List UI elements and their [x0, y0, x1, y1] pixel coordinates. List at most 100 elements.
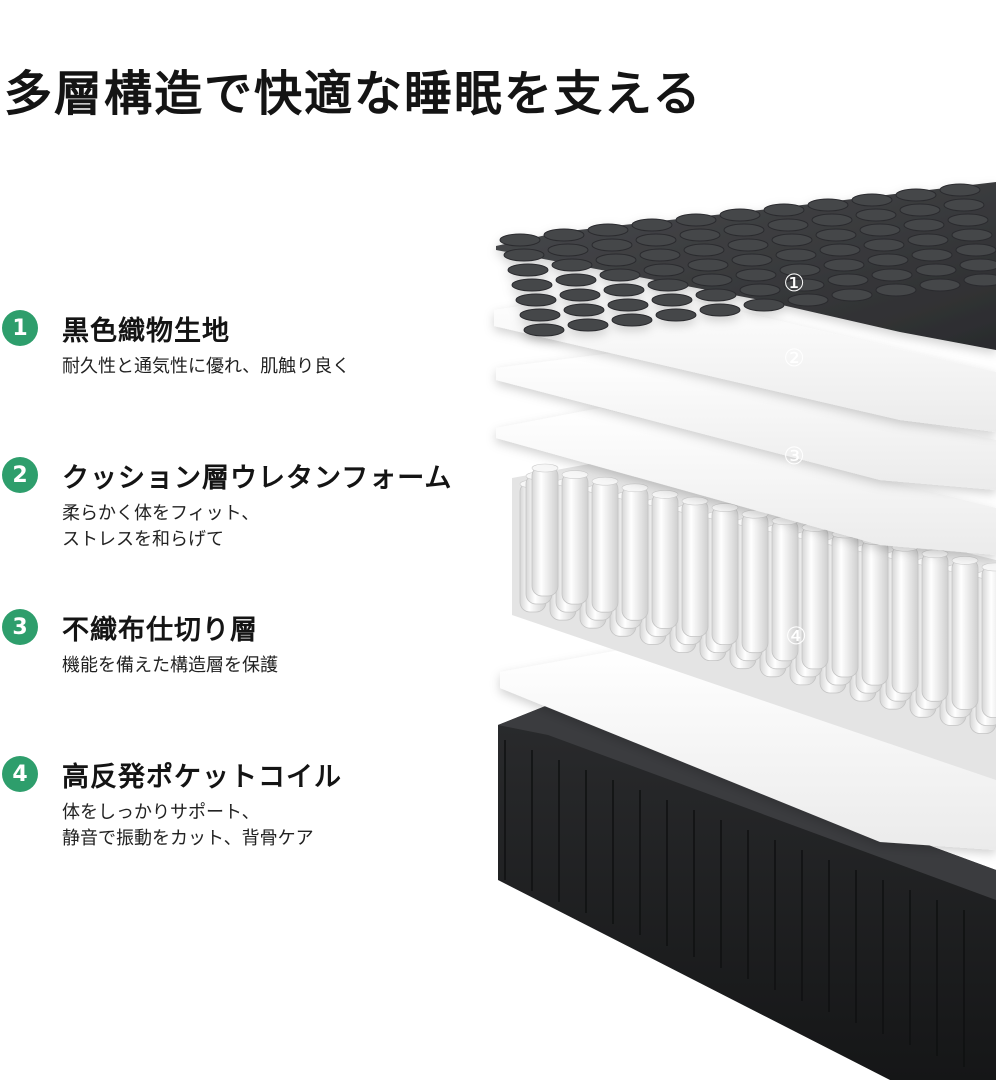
quilt-puff [679, 228, 721, 242]
quilt-puff [943, 198, 985, 212]
base-box-layer [498, 705, 996, 1080]
layer-marker-3: ③ [783, 442, 805, 470]
quilt-puff [587, 223, 629, 237]
feature-title-2: クッション層ウレタンフォーム [62, 462, 453, 494]
quilt-puff [499, 233, 541, 247]
feature-description-line: 静音で振動をカット、背骨ケア [62, 828, 314, 849]
quilt-puff [507, 263, 549, 277]
quilt-puff [683, 243, 725, 257]
pocket-coil-top [561, 470, 589, 479]
pocket-coil [621, 485, 649, 621]
pocket-coil [831, 531, 859, 678]
quilt-puff [691, 273, 733, 287]
quilt-puff [815, 228, 857, 242]
quilt-puff [523, 323, 565, 337]
quilt-puff [939, 183, 981, 197]
quilt-puff [635, 233, 677, 247]
quilt-puff [555, 273, 597, 287]
quilt-puff [899, 203, 941, 217]
quilt-puff [831, 288, 873, 302]
pocket-coil-top [921, 549, 949, 559]
quilt-puff [771, 233, 813, 247]
feature-description-3: 機能を備えた構造層を保護 [62, 653, 492, 679]
quilt-puff [723, 223, 765, 237]
quilt-puff [563, 303, 605, 317]
quilt-puff [859, 223, 901, 237]
quilt-puff [743, 298, 785, 312]
quilt-puff [567, 318, 609, 332]
pocket-coils [519, 463, 996, 734]
quilt-puff [907, 233, 949, 247]
quilt-puff [919, 278, 961, 292]
pocket-coil [651, 491, 679, 629]
feature-description-line: 柔らかく体をフィット、 [62, 503, 260, 524]
quilt-puff [655, 308, 697, 322]
pocket-coil-top [531, 463, 559, 473]
quilt-puff [867, 253, 909, 267]
quilt-puff [819, 243, 861, 257]
pocket-coil-top [681, 496, 709, 506]
feature-description-2: 柔らかく体をフィット、 ストレスを和らげて [62, 501, 492, 553]
pocket-coil [681, 498, 709, 637]
quilt-puff [551, 258, 593, 272]
number-badge-1: 1 [2, 310, 38, 346]
quilt-puff [511, 278, 553, 292]
quilt-puff [639, 248, 681, 262]
quilt-puff [779, 263, 821, 277]
quilt-puff [599, 268, 641, 282]
feature-title-1: 黒色織物生地 [62, 315, 230, 347]
feature-item-1: 1 黒色織物生地 耐久性と通気性に優れ、肌触り良く [2, 308, 492, 380]
quilt-puff [503, 248, 545, 262]
feature-item-2: 2 クッション層ウレタンフォーム 柔らかく体をフィット、 ストレスを和らげて [2, 455, 492, 553]
quilt-puff [543, 228, 585, 242]
quilt-puff [731, 253, 773, 267]
number-badge-3: 3 [2, 609, 38, 645]
quilt-puff [875, 283, 917, 297]
pocket-coil [741, 511, 769, 654]
layer-marker-1: ① [783, 269, 805, 297]
quilt-puff [823, 258, 865, 272]
quilt-puff [855, 208, 897, 222]
quilt-puff [547, 243, 589, 257]
number-badge-2: 2 [2, 457, 38, 493]
quilt-puff [807, 198, 849, 212]
fabric-quilting [499, 183, 996, 337]
pocket-coil [591, 478, 619, 613]
pocket-coil-top [741, 509, 769, 519]
quilt-puff [727, 238, 769, 252]
pocket-coil [531, 465, 559, 597]
pocket-coil-top [711, 503, 739, 512]
feature-description-line: 耐久性と通気性に優れ、肌触り良く [62, 356, 351, 377]
quilt-puff [827, 273, 869, 287]
page-title: 多層構造で快適な睡眠を支える [4, 66, 703, 122]
pocket-coil [561, 472, 589, 605]
feature-description-line: ストレスを和らげて [62, 529, 224, 550]
quilt-puff [863, 238, 905, 252]
feature-item-3: 3 不織布仕切り層 機能を備えた構造層を保護 [2, 607, 492, 679]
quilt-puff [611, 313, 653, 327]
quilt-puff [947, 213, 989, 227]
fabric-top-layer [496, 182, 996, 350]
number-badge-4: 4 [2, 756, 38, 792]
pocket-coil-top [621, 483, 649, 493]
cushion-foam-sheet-2 [496, 352, 996, 490]
pocket-coil [951, 558, 979, 710]
feature-title-3: 不織布仕切り層 [62, 614, 258, 646]
quilt-puff [651, 293, 693, 307]
quilt-puff [595, 253, 637, 267]
quilt-puff [647, 278, 689, 292]
quilt-puff [675, 213, 717, 227]
quilt-puff [959, 258, 996, 272]
feature-title-4: 高反発ポケットコイル [62, 761, 342, 793]
pocket-coil [891, 544, 919, 694]
quilt-puff [631, 218, 673, 232]
pocket-coil [861, 538, 889, 686]
layer-marker-2: ② [783, 344, 805, 372]
quilt-puff [699, 303, 741, 317]
quilt-puff [851, 193, 893, 207]
quilt-puff [871, 268, 913, 282]
quilt-puff [955, 243, 996, 257]
pocket-coil [921, 551, 949, 702]
pocket-coil [981, 564, 996, 718]
quilt-puff [607, 298, 649, 312]
